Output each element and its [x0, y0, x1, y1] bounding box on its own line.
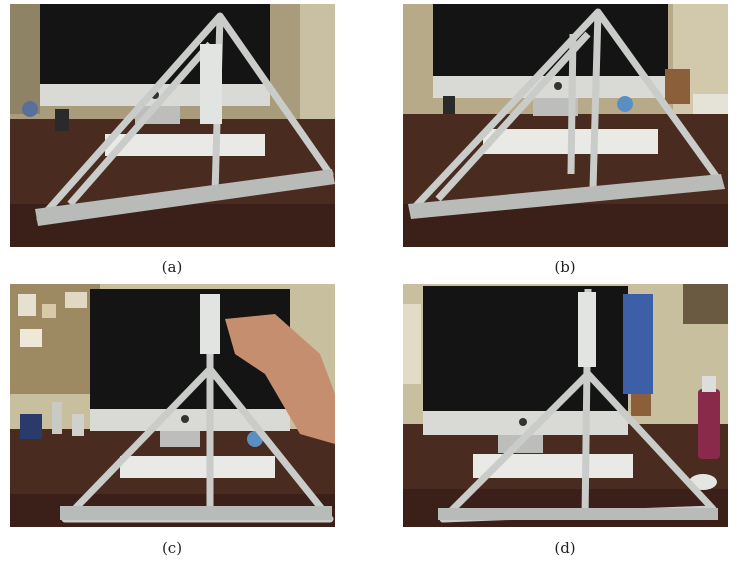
photo-panel-c — [10, 284, 335, 527]
photo-panel-a — [10, 4, 335, 247]
photo-b-illustration — [403, 4, 728, 247]
photo-d-illustration — [403, 284, 728, 527]
caption-d: (d) — [554, 539, 576, 557]
caption-a: (a) — [161, 258, 183, 276]
caption-b: (b) — [554, 258, 576, 276]
photo-panel-b — [403, 4, 728, 247]
caption-c: (c) — [161, 539, 183, 557]
photo-a-illustration — [10, 4, 335, 247]
photo-panel-d — [403, 284, 728, 527]
photo-c-illustration — [10, 284, 335, 527]
